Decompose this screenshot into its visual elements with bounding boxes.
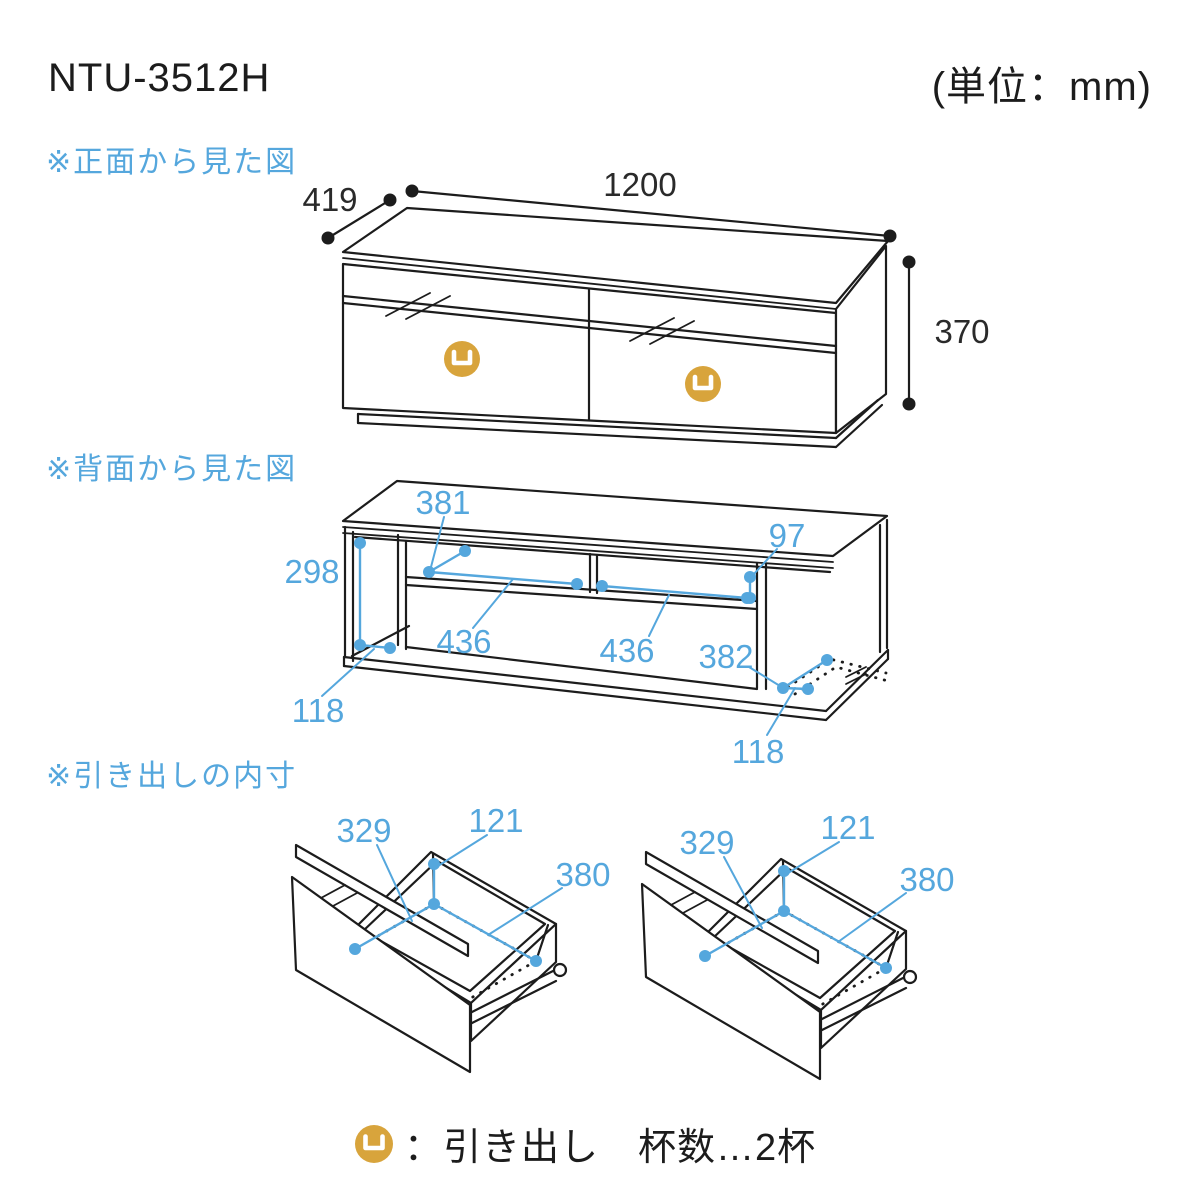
page-title: NTU-3512H	[48, 56, 271, 100]
front-depth-value: 419	[302, 181, 357, 218]
rear-side-depth-value: 382	[698, 638, 753, 675]
drawer-icon	[444, 341, 480, 377]
drawer-right-depth-value: 380	[899, 861, 954, 898]
front-view-drawing: 1200 419 370	[302, 166, 990, 449]
drawer-right-height-value: 121	[820, 809, 875, 846]
drawer-icon	[685, 366, 721, 402]
rear-inner-height-dimension: 298	[284, 537, 366, 651]
section-label-drawer-inner: ※引き出しの内寸	[46, 760, 298, 793]
front-side-face	[834, 244, 888, 435]
front-width-value: 1200	[603, 166, 676, 203]
unit-note: (単位：mm)	[931, 65, 1152, 109]
section-label-rear-view: ※背面から見た図	[46, 453, 298, 486]
drawer-icon	[355, 1124, 393, 1163]
rear-top-depth-dimension: 381	[415, 484, 471, 578]
rear-right-opening-dimension: 436	[596, 580, 753, 669]
front-right-drawer-groove	[629, 317, 695, 345]
drawer-left-body	[290, 843, 568, 1074]
rear-left-opening-dimension: 436	[427, 570, 583, 660]
rear-left-gap-value: 118	[292, 692, 345, 729]
drawer-right-height-dimension: 121	[778, 809, 876, 917]
legend-text: ：引き出し 杯数…2杯	[404, 1127, 817, 1169]
rear-left-opening-value: 436	[436, 623, 491, 660]
rear-inner-height-value: 298	[284, 553, 339, 590]
drawer-left-width-dimension: 329	[336, 812, 436, 955]
front-height-dimension: 370	[902, 255, 990, 411]
rear-left-gap-dimension: 118	[292, 642, 396, 729]
rear-top-face	[341, 479, 889, 558]
rear-right-opening-value: 436	[599, 632, 654, 669]
front-width-dimension: 1200	[405, 166, 897, 243]
front-depth-dimension: 419	[302, 181, 397, 245]
drawer-left-depth-value: 380	[555, 856, 610, 893]
legend: ：引き出し 杯数…2杯	[352, 1116, 816, 1171]
drawer-left-height-value: 121	[468, 802, 523, 839]
drawer-right-width-value: 329	[679, 824, 734, 861]
drawer-right-body	[640, 850, 918, 1081]
drawer-left-height-dimension: 121	[428, 802, 524, 910]
rear-cabinet-body	[341, 479, 890, 722]
front-cabinet-body	[341, 206, 890, 449]
front-left-drawer-groove	[385, 292, 451, 320]
rear-shelf-space-value: 97	[769, 517, 806, 554]
drawer-left-width-value: 329	[336, 812, 391, 849]
rear-right-gap-value: 118	[732, 733, 785, 770]
section-label-front-view: ※正面から見た図	[46, 146, 298, 179]
drawer-right-depth-dimension: 380	[782, 861, 955, 974]
drawer-right-drawing: 121 329 380	[640, 809, 955, 1081]
rear-right-gap-dimension: 118	[732, 683, 814, 770]
rear-view-drawing: 381 298 97 436 436 382	[284, 479, 890, 770]
front-height-value: 370	[934, 313, 989, 350]
drawer-right-width-dimension: 329	[679, 824, 786, 962]
rear-top-depth-value: 381	[415, 484, 470, 521]
drawer-left-drawing: 121 329 380	[290, 802, 611, 1074]
drawer-left-depth-dimension: 380	[432, 856, 611, 967]
